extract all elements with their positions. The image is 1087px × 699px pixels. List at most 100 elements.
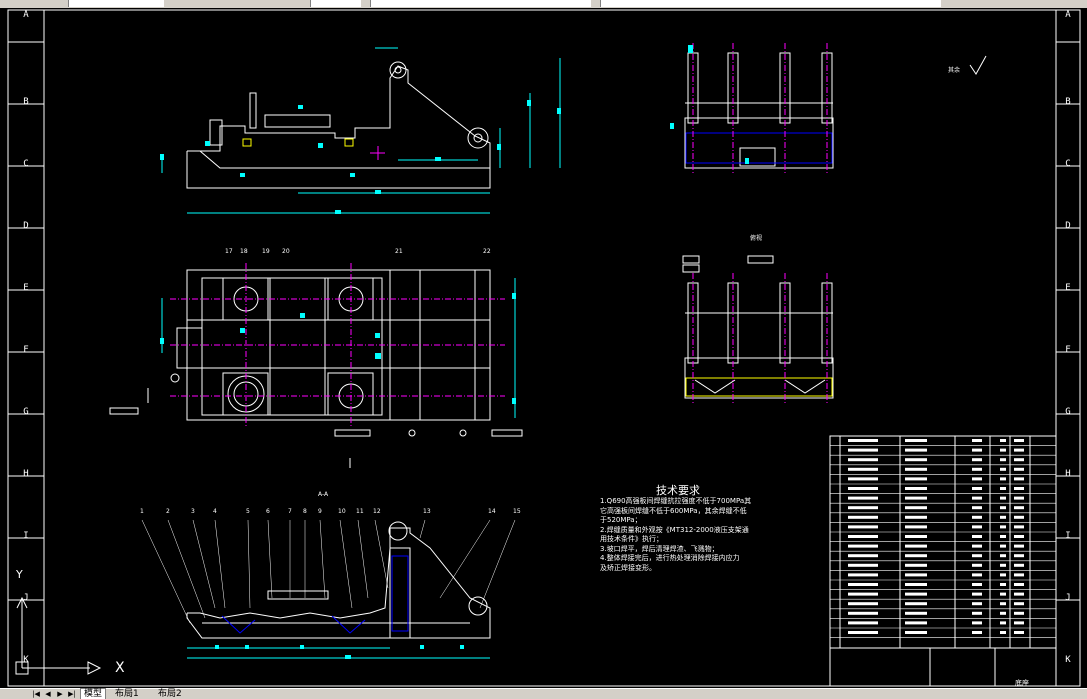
rough-note: 其余 xyxy=(948,67,961,74)
part-number: 11 xyxy=(356,508,364,515)
axis-y-label: Y xyxy=(16,568,23,581)
first-tab-icon[interactable]: |◀ xyxy=(32,690,40,698)
parts-list-cell-text xyxy=(905,448,927,452)
parts-list-cell-text xyxy=(905,487,927,490)
parts-list-cell-text xyxy=(972,535,982,538)
part-number: 13 xyxy=(423,508,431,515)
parts-list-cell-text xyxy=(1000,487,1006,490)
parts-list-cell-text xyxy=(1000,496,1006,500)
row-label: F xyxy=(1065,345,1071,355)
tab-layout1[interactable]: 布局1 xyxy=(115,689,139,699)
title-block-name: 底座 xyxy=(1015,679,1029,687)
parts-list-cell-text xyxy=(972,458,982,462)
toolbar-field-2[interactable] xyxy=(310,0,361,7)
parts-list-cell-text xyxy=(848,467,878,471)
part-number: 2 xyxy=(166,508,170,515)
toolbar-field-3[interactable] xyxy=(370,0,591,7)
parts-list-cell-text xyxy=(972,554,982,558)
row-label: C xyxy=(1065,159,1071,169)
part-number: 14 xyxy=(488,508,496,515)
parts-list-cell-text xyxy=(905,573,927,577)
axis-x-label: X xyxy=(115,660,125,676)
parts-list-cell-text xyxy=(905,525,927,529)
parts-list-cell-text xyxy=(905,458,927,462)
parts-list-cell-text xyxy=(1000,563,1006,567)
parts-list-cell-text xyxy=(1000,525,1006,529)
parts-list-cell-text xyxy=(848,448,878,452)
parts-list-cell-text xyxy=(972,592,982,596)
part-number: 9 xyxy=(318,508,322,515)
parts-list-cell-text xyxy=(848,554,878,558)
parts-list-cell-text xyxy=(905,467,927,471)
parts-list-cell-text xyxy=(1014,535,1024,538)
parts-list-cell-text xyxy=(1000,515,1006,519)
parts-list-cell-text xyxy=(848,621,878,625)
row-label: E xyxy=(1065,283,1071,293)
front-view xyxy=(186,61,491,189)
parts-list-cell-text xyxy=(848,535,878,538)
parts-list-cell-text xyxy=(848,583,878,586)
part-number: 12 xyxy=(373,508,381,515)
parts-list-cell-text xyxy=(1014,439,1024,442)
last-tab-icon[interactable]: ▶| xyxy=(68,690,76,698)
parts-list-cell-text xyxy=(905,515,927,519)
parts-list-cell-text xyxy=(972,611,982,615)
parts-list-cell-text xyxy=(972,631,982,634)
tech-line: 及矫正焊接变形。 xyxy=(600,563,656,572)
row-label: E xyxy=(23,283,29,293)
toolbar-field-4[interactable] xyxy=(600,0,941,7)
parts-list-cell-text xyxy=(1014,611,1024,615)
tab-layout2[interactable]: 布局2 xyxy=(158,689,182,699)
toolbar-field-1[interactable] xyxy=(68,0,164,7)
layout-tabs-bar: |◀ ◀ ▶ ▶| 模型 布局1 布局2 xyxy=(0,688,1087,699)
part-number: 1 xyxy=(140,508,144,515)
parts-list-cell-text xyxy=(848,602,878,606)
parts-list-cell-text xyxy=(848,439,878,442)
parts-list-cell-text xyxy=(1000,583,1006,586)
parts-list-cell-text xyxy=(905,544,927,548)
row-label: A xyxy=(1065,10,1071,20)
parts-list-cell-text xyxy=(905,611,927,615)
parts-list-cell-text xyxy=(1000,535,1006,538)
parts-list-cell-text xyxy=(1014,573,1024,577)
prev-tab-icon[interactable]: ◀ xyxy=(45,690,51,698)
parts-list-cell-text xyxy=(1000,631,1006,634)
parts-list-cell-text xyxy=(972,544,982,548)
parts-list-cell-text xyxy=(848,515,878,519)
row-label: D xyxy=(1065,221,1071,231)
part-number: 10 xyxy=(338,508,346,515)
part-number: 22 xyxy=(483,248,491,255)
parts-list-cell-text xyxy=(848,496,878,500)
parts-list-cell-text xyxy=(972,563,982,567)
row-label: K xyxy=(23,655,29,665)
parts-list-cell-text xyxy=(1014,544,1024,548)
row-label: G xyxy=(23,407,29,417)
parts-list-cell-text xyxy=(1000,602,1006,606)
parts-list-cell-text xyxy=(1000,611,1006,615)
parts-list-cell-text xyxy=(1000,506,1006,510)
tech-line: 4.整体焊接完后，进行热处理消除焊接内应力 xyxy=(600,554,740,562)
part-number: 4 xyxy=(213,508,217,515)
row-label: H xyxy=(23,469,29,479)
row-label: B xyxy=(23,97,29,107)
parts-list-cell-text xyxy=(1000,573,1006,577)
parts-list-cell-text xyxy=(905,506,927,510)
parts-list-cell-text xyxy=(905,496,927,500)
parts-list-cell-text xyxy=(972,621,982,625)
ucs-icon xyxy=(15,596,102,675)
parts-list-cell-text xyxy=(1014,621,1024,625)
parts-list-cell-text xyxy=(848,477,878,481)
parts-list-cell-text xyxy=(1014,563,1024,567)
tech-line: 2.焊缝质量和外观按《MT312-2000液压支架通 xyxy=(600,525,749,534)
parts-list-cell-text xyxy=(1014,506,1024,510)
next-tab-icon[interactable]: ▶ xyxy=(57,690,63,698)
parts-list-cell-text xyxy=(1014,467,1024,471)
section-view xyxy=(186,521,491,639)
parts-list-cell-text xyxy=(972,487,982,490)
part-number: 15 xyxy=(513,508,521,515)
parts-list-cell-text xyxy=(848,458,878,462)
parts-list-cell-text xyxy=(1014,448,1024,452)
parts-list-cell-text xyxy=(972,477,982,481)
tab-model[interactable]: 模型 xyxy=(80,688,107,699)
